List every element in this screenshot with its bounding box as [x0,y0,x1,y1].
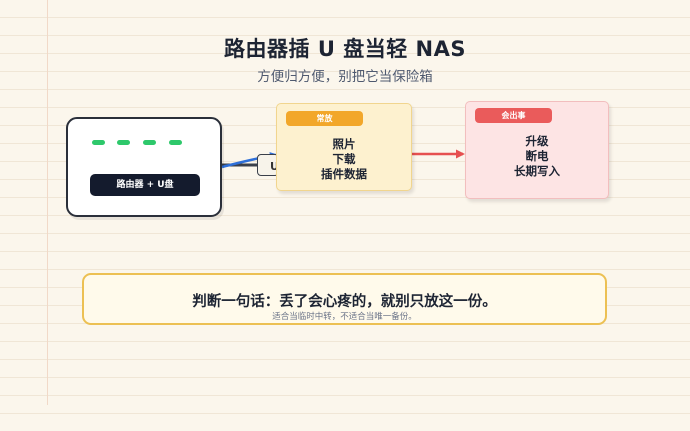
notebook-margin-line [47,0,48,405]
usb-letter: U [270,160,279,173]
verdict-main-text: 判断一句话：丢了会心疼的，就别只放这一份。 [192,294,497,310]
risk-items: 升级 断电 长期写入 [466,134,608,179]
risk-tag: 会出事 [475,108,552,123]
status-led-4 [169,140,182,145]
verdict-box: 判断一句话：丢了会心疼的，就别只放这一份。 适合当临时中转，不适合当唯一备份。 [82,273,607,325]
normal-item: 下载 [332,152,356,166]
router-device: 路由器 + U盘 [66,117,222,217]
normal-usage-card: 常放 照片 下载 插件数据 [276,103,412,191]
status-led-2 [117,140,130,145]
page-title: 路由器插 U 盘当轻 NAS [224,37,466,61]
page-subtitle: 方便归方便，别把它当保险箱 [257,69,433,85]
status-led-3 [143,140,156,145]
router-label: 路由器 + U盘 [90,174,200,196]
normal-items: 照片 下载 插件数据 [277,137,411,182]
verdict-sub-text: 适合当临时中转，不适合当唯一备份。 [272,312,417,322]
risk-item: 升级 [525,134,549,148]
normal-tag: 常放 [286,111,363,126]
risk-item: 断电 [525,149,549,163]
risk-item: 长期写入 [514,164,560,178]
risk-card: 会出事 升级 断电 长期写入 [465,101,609,199]
normal-item: 照片 [332,137,356,151]
status-led-1 [92,140,105,145]
normal-item: 插件数据 [321,167,367,181]
